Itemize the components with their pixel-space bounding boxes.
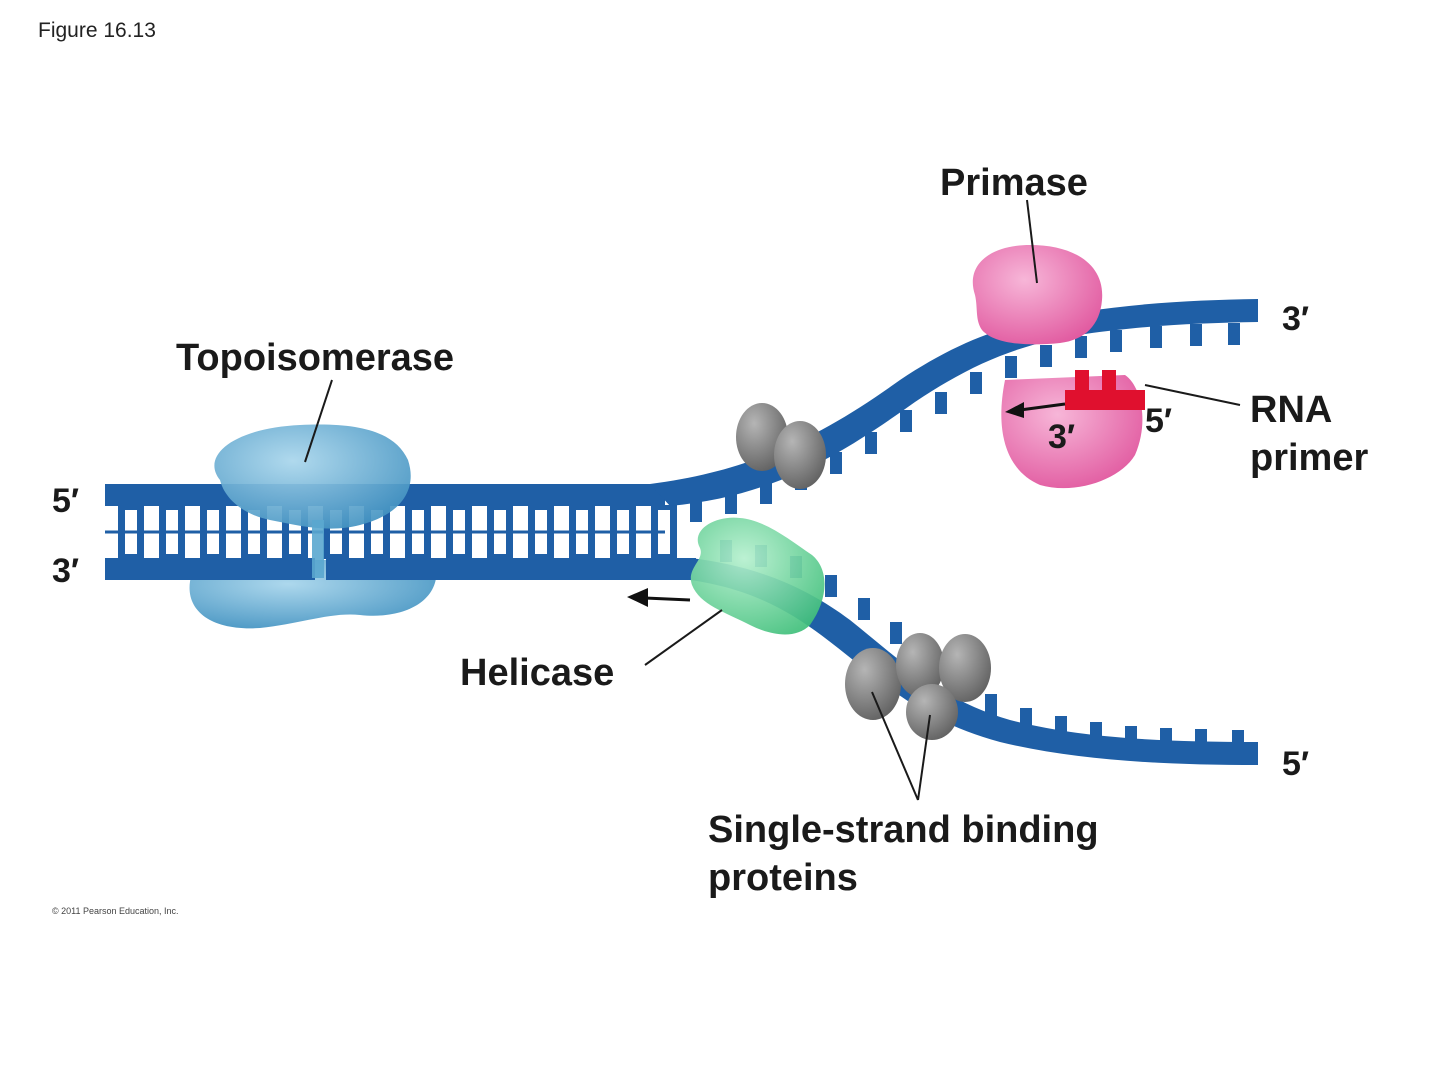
strand-tooth: [1190, 324, 1202, 346]
strand-tooth: [1075, 336, 1087, 358]
strand-tooth: [900, 410, 912, 432]
topoisomerase-label: Topoisomerase: [176, 337, 454, 379]
topoisomerase-front-lobe: [214, 424, 411, 578]
strand-tooth: [970, 372, 982, 394]
strand-tooth: [1020, 708, 1032, 730]
strand-tooth: [1110, 330, 1122, 352]
helicase-direction-arrow: [627, 588, 691, 607]
strand-tooth: [858, 598, 870, 620]
rna-primer-leader-line: [1144, 384, 1241, 406]
strand-tooth: [1228, 323, 1240, 345]
strand-tooth: [760, 482, 772, 504]
primer-end-5: 5′: [1145, 402, 1172, 440]
ssb-leader-line-2: [917, 714, 931, 801]
figure-label: Figure 16.13: [38, 19, 156, 42]
strand-bottom-parental: [105, 558, 315, 580]
end-label-left-top: 5′: [52, 482, 79, 520]
strand-tooth: [1195, 729, 1207, 751]
strand-tooth: [890, 622, 902, 644]
ssb-protein-lower: [845, 633, 991, 740]
copyright-notice: © 2011 Pearson Education, Inc.: [52, 906, 179, 916]
ssb-label-line1: Single-strand binding: [708, 809, 1099, 851]
strand-tooth: [1150, 326, 1162, 348]
strand-tooth: [725, 492, 737, 514]
strand-tooth: [1040, 345, 1052, 367]
strand-tooth: [1055, 716, 1067, 738]
helicase-leader-line: [644, 609, 723, 666]
strand-tooth: [825, 575, 837, 597]
strand-tooth: [1005, 356, 1017, 378]
primase-protein: [972, 245, 1103, 345]
strand-tooth: [985, 694, 997, 716]
end-label-right-top: 3′: [1282, 300, 1309, 338]
ssb-protein-upper: [736, 403, 826, 489]
ssb-label-line2: proteins: [708, 857, 858, 899]
ssb-leader-line-1: [871, 691, 919, 801]
strand-tooth: [830, 452, 842, 474]
strand-tooth: [1090, 722, 1102, 744]
end-label-right-bottom: 5′: [1282, 745, 1309, 783]
strand-tooth: [865, 432, 877, 454]
strand-tooth: [690, 500, 702, 522]
strand-tooth: [1160, 728, 1172, 750]
primase-leader-line: [1026, 199, 1038, 284]
rna-primer-label-line1: RNA: [1250, 389, 1332, 431]
primase-label: Primase: [940, 162, 1088, 204]
topoisomerase-leader-line: [304, 379, 333, 463]
strand-tooth: [935, 392, 947, 414]
end-label-left-bottom: 3′: [52, 552, 79, 590]
primase-direction-arrow: [1005, 402, 1066, 418]
primer-end-3: 3′: [1048, 418, 1075, 456]
helicase-label: Helicase: [460, 652, 614, 694]
strand-tooth: [1125, 726, 1137, 748]
rna-primer-label: RNA: [1250, 389, 1332, 431]
strand-tooth: [1232, 730, 1244, 752]
strand-bottom-parental: [326, 558, 696, 580]
rna-primer: [1065, 370, 1145, 410]
rna-primer-label-2: primer: [1250, 437, 1368, 479]
helicase-protein: [690, 517, 825, 635]
